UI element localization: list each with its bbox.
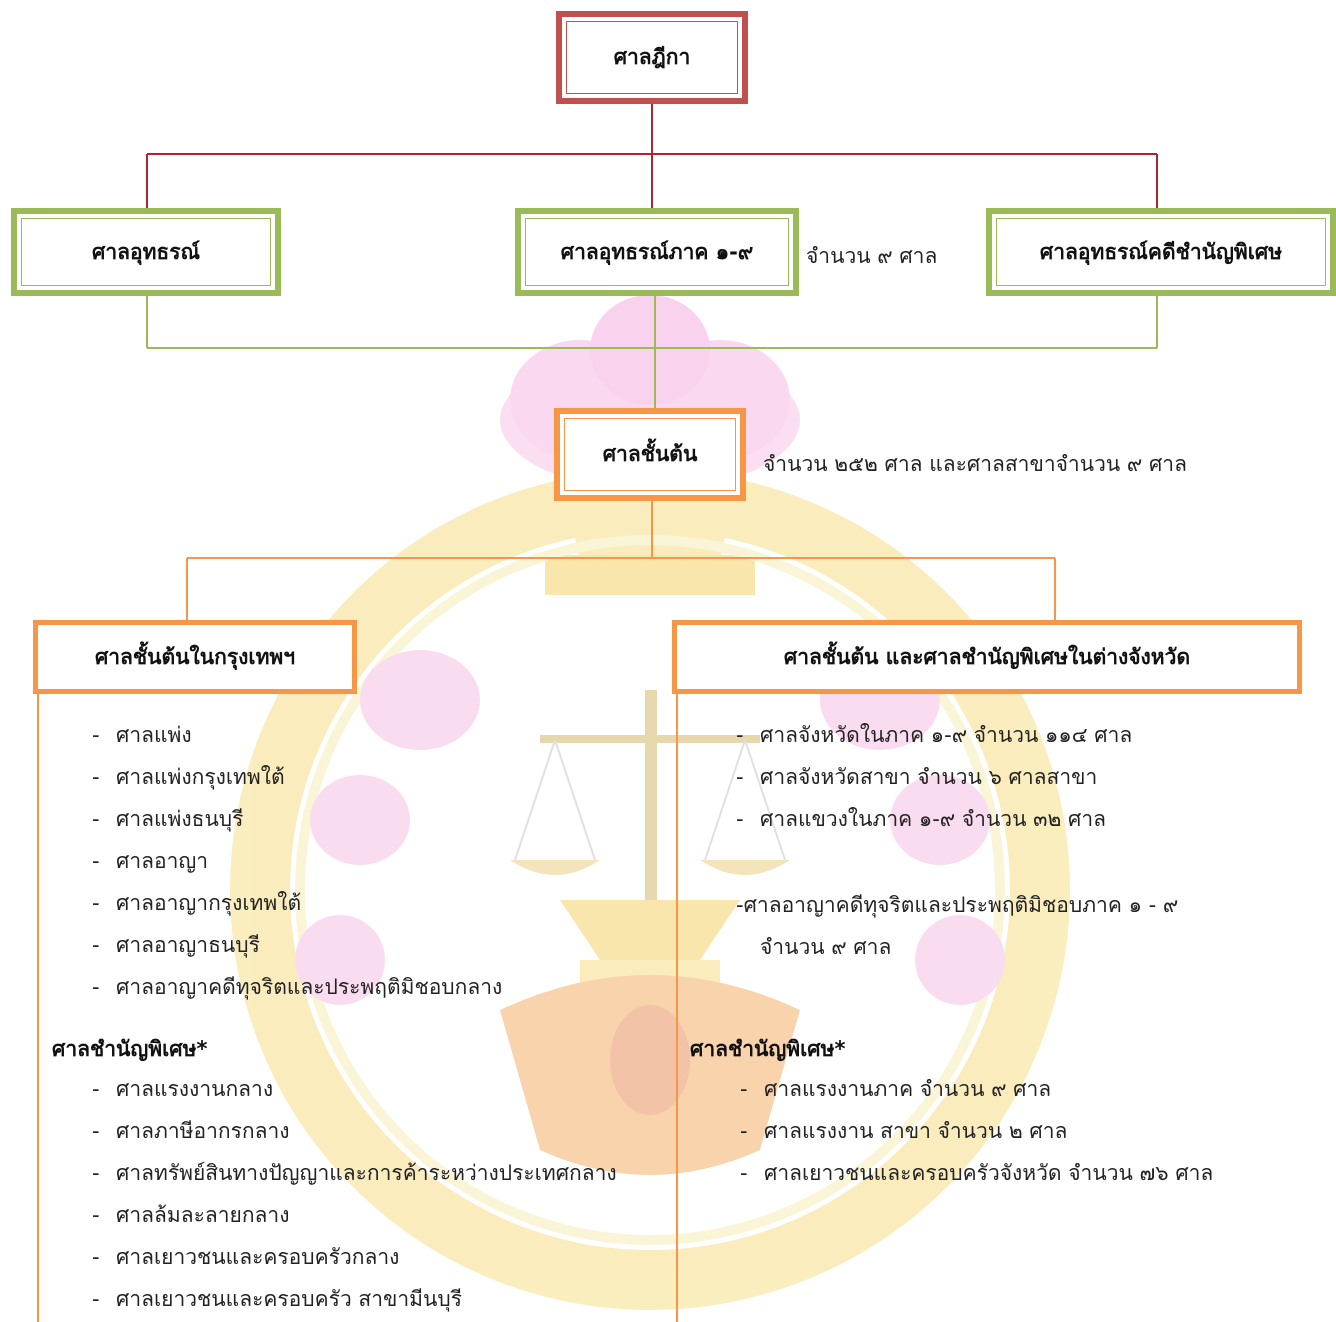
bangkok-special-heading: ศาลชำนัญพิเศษ* [52,1037,208,1061]
list-item: -ศาลภาษีอากรกลาง [92,1119,290,1143]
list-item: -ศาลอาญาคดีทุจริตและประพฤติมิชอบกลาง [92,975,503,999]
first-instance-court-label: ศาลชั้นต้น [602,442,698,466]
regional-appeal-court-box: ศาลอุทธรณ์ภาค ๑-๙ [515,208,799,296]
list-item: -ศาลอาญากรุงเทพใต้ [92,891,302,915]
list-item: -ศาลแพ่ง [92,723,192,747]
appeal-court-box: ศาลอุทธรณ์ [11,208,281,296]
list-item: -ศาลอาญาธนบุรี [92,933,260,957]
regional-appeal-note: จำนวน ๙ ศาล [806,244,938,268]
list-item: -ศาลเยาวชนและครอบครัวกลาง [92,1245,400,1269]
bangkok-courts-title: ศาลชั้นต้นในกรุงเทพฯ [94,644,296,669]
list-item: -ศาลแรงงานกลาง [92,1077,274,1101]
list-item: -ศาลทรัพย์สินทางปัญญาและการค้าระหว่างประ… [92,1161,617,1185]
provincial-courts-box: ศาลชั้นต้น และศาลชำนัญพิเศษในต่างจังหวัด [672,620,1302,694]
specialized-appeal-court-label: ศาลอุทธรณ์คดีชำนัญพิเศษ [1039,239,1283,264]
bangkok-court-list: -ศาลแพ่ง -ศาลแพ่งกรุงเทพใต้ -ศาลแพ่งธนบุ… [92,714,502,1008]
list-item: -ศาลจังหวัดสาขา จำนวน ๖ ศาลสาขา [736,765,1098,789]
provincial-court-list: -ศาลจังหวัดในภาค ๑-๙ จำนวน ๑๑๔ ศาล -ศาลจ… [736,714,1132,840]
supreme-court-box: ศาลฎีกา [556,11,748,104]
list-item: -ศาลแรงงานภาค จำนวน ๙ ศาล [740,1077,1052,1101]
list-item: -ศาลเยาวชนและครอบครัวจังหวัด จำนวน ๗๖ ศา… [740,1161,1214,1185]
list-item: -ศาลแรงงาน สาขา จำนวน ๒ ศาล [740,1119,1068,1143]
bangkok-special-court-list: -ศาลแรงงานกลาง -ศาลภาษีอากรกลาง -ศาลทรัพ… [92,1068,617,1320]
list-item: -ศาลเยาวชนและครอบครัว สาขามีนบุรี [92,1287,462,1311]
list-item: -ศาลอาญา [92,849,209,873]
supreme-court-label: ศาลฎีกา [613,45,691,69]
provincial-courts-title: ศาลชั้นต้น และศาลชำนัญพิเศษในต่างจังหวัด [783,644,1191,669]
provincial-corruption-court: -ศาลอาญาคดีทุจริตและประพฤติมิชอบภาค ๑ - … [736,893,1179,959]
list-item: -ศาลแขวงในภาค ๑-๙ จำนวน ๓๒ ศาล [736,807,1106,831]
first-instance-court-box: ศาลชั้นต้น [554,408,746,501]
provincial-special-court-list: -ศาลแรงงานภาค จำนวน ๙ ศาล -ศาลแรงงาน สาข… [740,1068,1213,1194]
list-item: -ศาลจังหวัดในภาค ๑-๙ จำนวน ๑๑๔ ศาล [736,723,1133,747]
regional-appeal-court-label: ศาลอุทธรณ์ภาค ๑-๙ [560,239,754,264]
first-instance-note: จำนวน ๒๕๒ ศาล และศาลสาขาจำนวน ๙ ศาล [763,452,1187,476]
specialized-appeal-court-box: ศาลอุทธรณ์คดีชำนัญพิเศษ [986,208,1336,296]
bangkok-courts-box: ศาลชั้นต้นในกรุงเทพฯ [33,620,357,694]
appeal-court-label: ศาลอุทธรณ์ [91,239,201,264]
provincial-special-heading: ศาลชำนัญพิเศษ* [690,1037,846,1061]
list-item: -ศาลแพ่งกรุงเทพใต้ [92,765,285,789]
list-item: -ศาลล้มละลายกลาง [92,1203,290,1227]
list-item: -ศาลแพ่งธนบุรี [92,807,244,831]
